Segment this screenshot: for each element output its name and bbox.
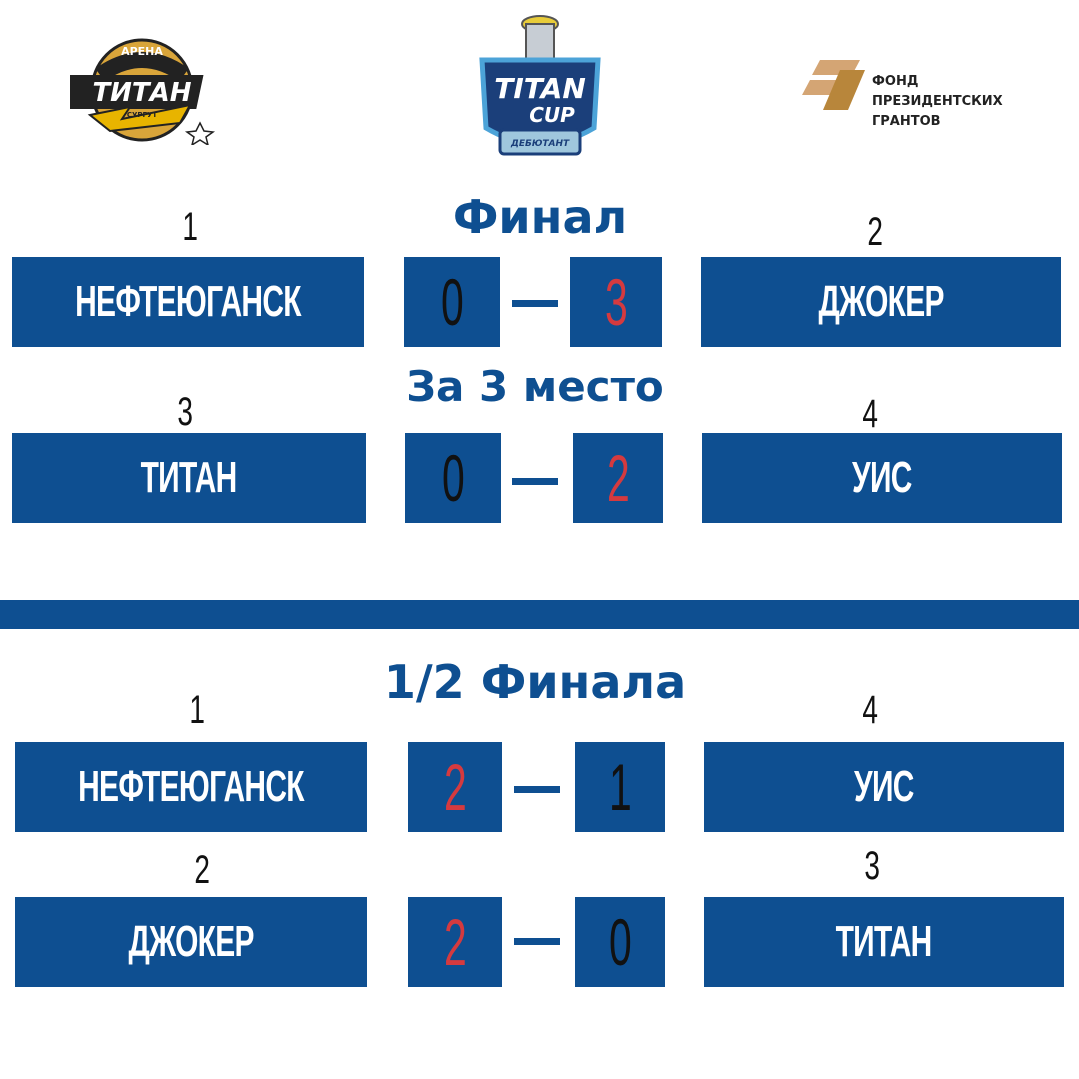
- semi1-away-score: 1: [575, 742, 665, 832]
- semi2-home-score: 2: [408, 897, 502, 987]
- debutant-text: ДЕБЮТАНТ: [510, 139, 570, 149]
- titan-text: ТИТАН: [92, 78, 191, 108]
- arena-text: АРЕНА: [121, 45, 163, 58]
- semi1-home-score: 2: [408, 742, 502, 832]
- final-home-score: 0: [404, 257, 500, 347]
- third-home-seed: 3: [177, 390, 193, 434]
- third-home-team: ТИТАН: [12, 433, 366, 523]
- fund-line1: ФОНД: [872, 74, 918, 89]
- semi1-home-seed: 1: [189, 688, 205, 732]
- semi2-dash: [514, 938, 560, 945]
- fund-line3: ГРАНТОВ: [872, 114, 941, 129]
- third-dash: [512, 478, 558, 485]
- semi1-away-seed: 4: [862, 688, 878, 732]
- semi2-home-team: ДЖОКЕР: [15, 897, 367, 987]
- surgut-text: СУРГУТ: [127, 111, 158, 119]
- final-home-team: НЕФТЕЮГАНСК: [12, 257, 364, 347]
- third-away-team: УИС: [702, 433, 1062, 523]
- semi2-away-seed: 3: [864, 844, 880, 888]
- cup-text: CUP: [529, 103, 575, 127]
- semi2-away-score: 0: [575, 897, 665, 987]
- third-away-seed: 4: [862, 392, 878, 436]
- final-away-team: ДЖОКЕР: [701, 257, 1061, 347]
- fund-line2: ПРЕЗИДЕНТСКИХ: [872, 94, 1003, 109]
- semi1-dash: [514, 786, 560, 793]
- semi1-home-team: НЕФТЕЮГАНСК: [15, 742, 367, 832]
- semi2-away-team: ТИТАН: [704, 897, 1064, 987]
- final-home-seed: 1: [182, 205, 198, 249]
- third-home-score: 0: [405, 433, 501, 523]
- final-heading: Финал: [452, 190, 628, 244]
- semi-final-heading: 1/2 Финала: [383, 655, 687, 709]
- final-dash: [512, 300, 558, 307]
- presidential-grants-logo: ФОНД ПРЕЗИДЕНТСКИХ ГРАНТОВ: [800, 55, 1060, 135]
- titan-cup-text: TITAN: [494, 72, 586, 105]
- third-away-score: 2: [573, 433, 663, 523]
- arena-titan-logo: АРЕНА ТИТАН СУРГУТ: [62, 35, 220, 147]
- third-place-heading: За 3 место: [406, 362, 664, 411]
- semi2-home-seed: 2: [194, 848, 210, 892]
- titan-cup-logo: TITAN CUP ДЕБЮТАНТ: [470, 10, 610, 180]
- final-away-seed: 2: [867, 210, 883, 254]
- section-divider: [0, 600, 1079, 629]
- final-away-score: 3: [570, 257, 662, 347]
- semi1-away-team: УИС: [704, 742, 1064, 832]
